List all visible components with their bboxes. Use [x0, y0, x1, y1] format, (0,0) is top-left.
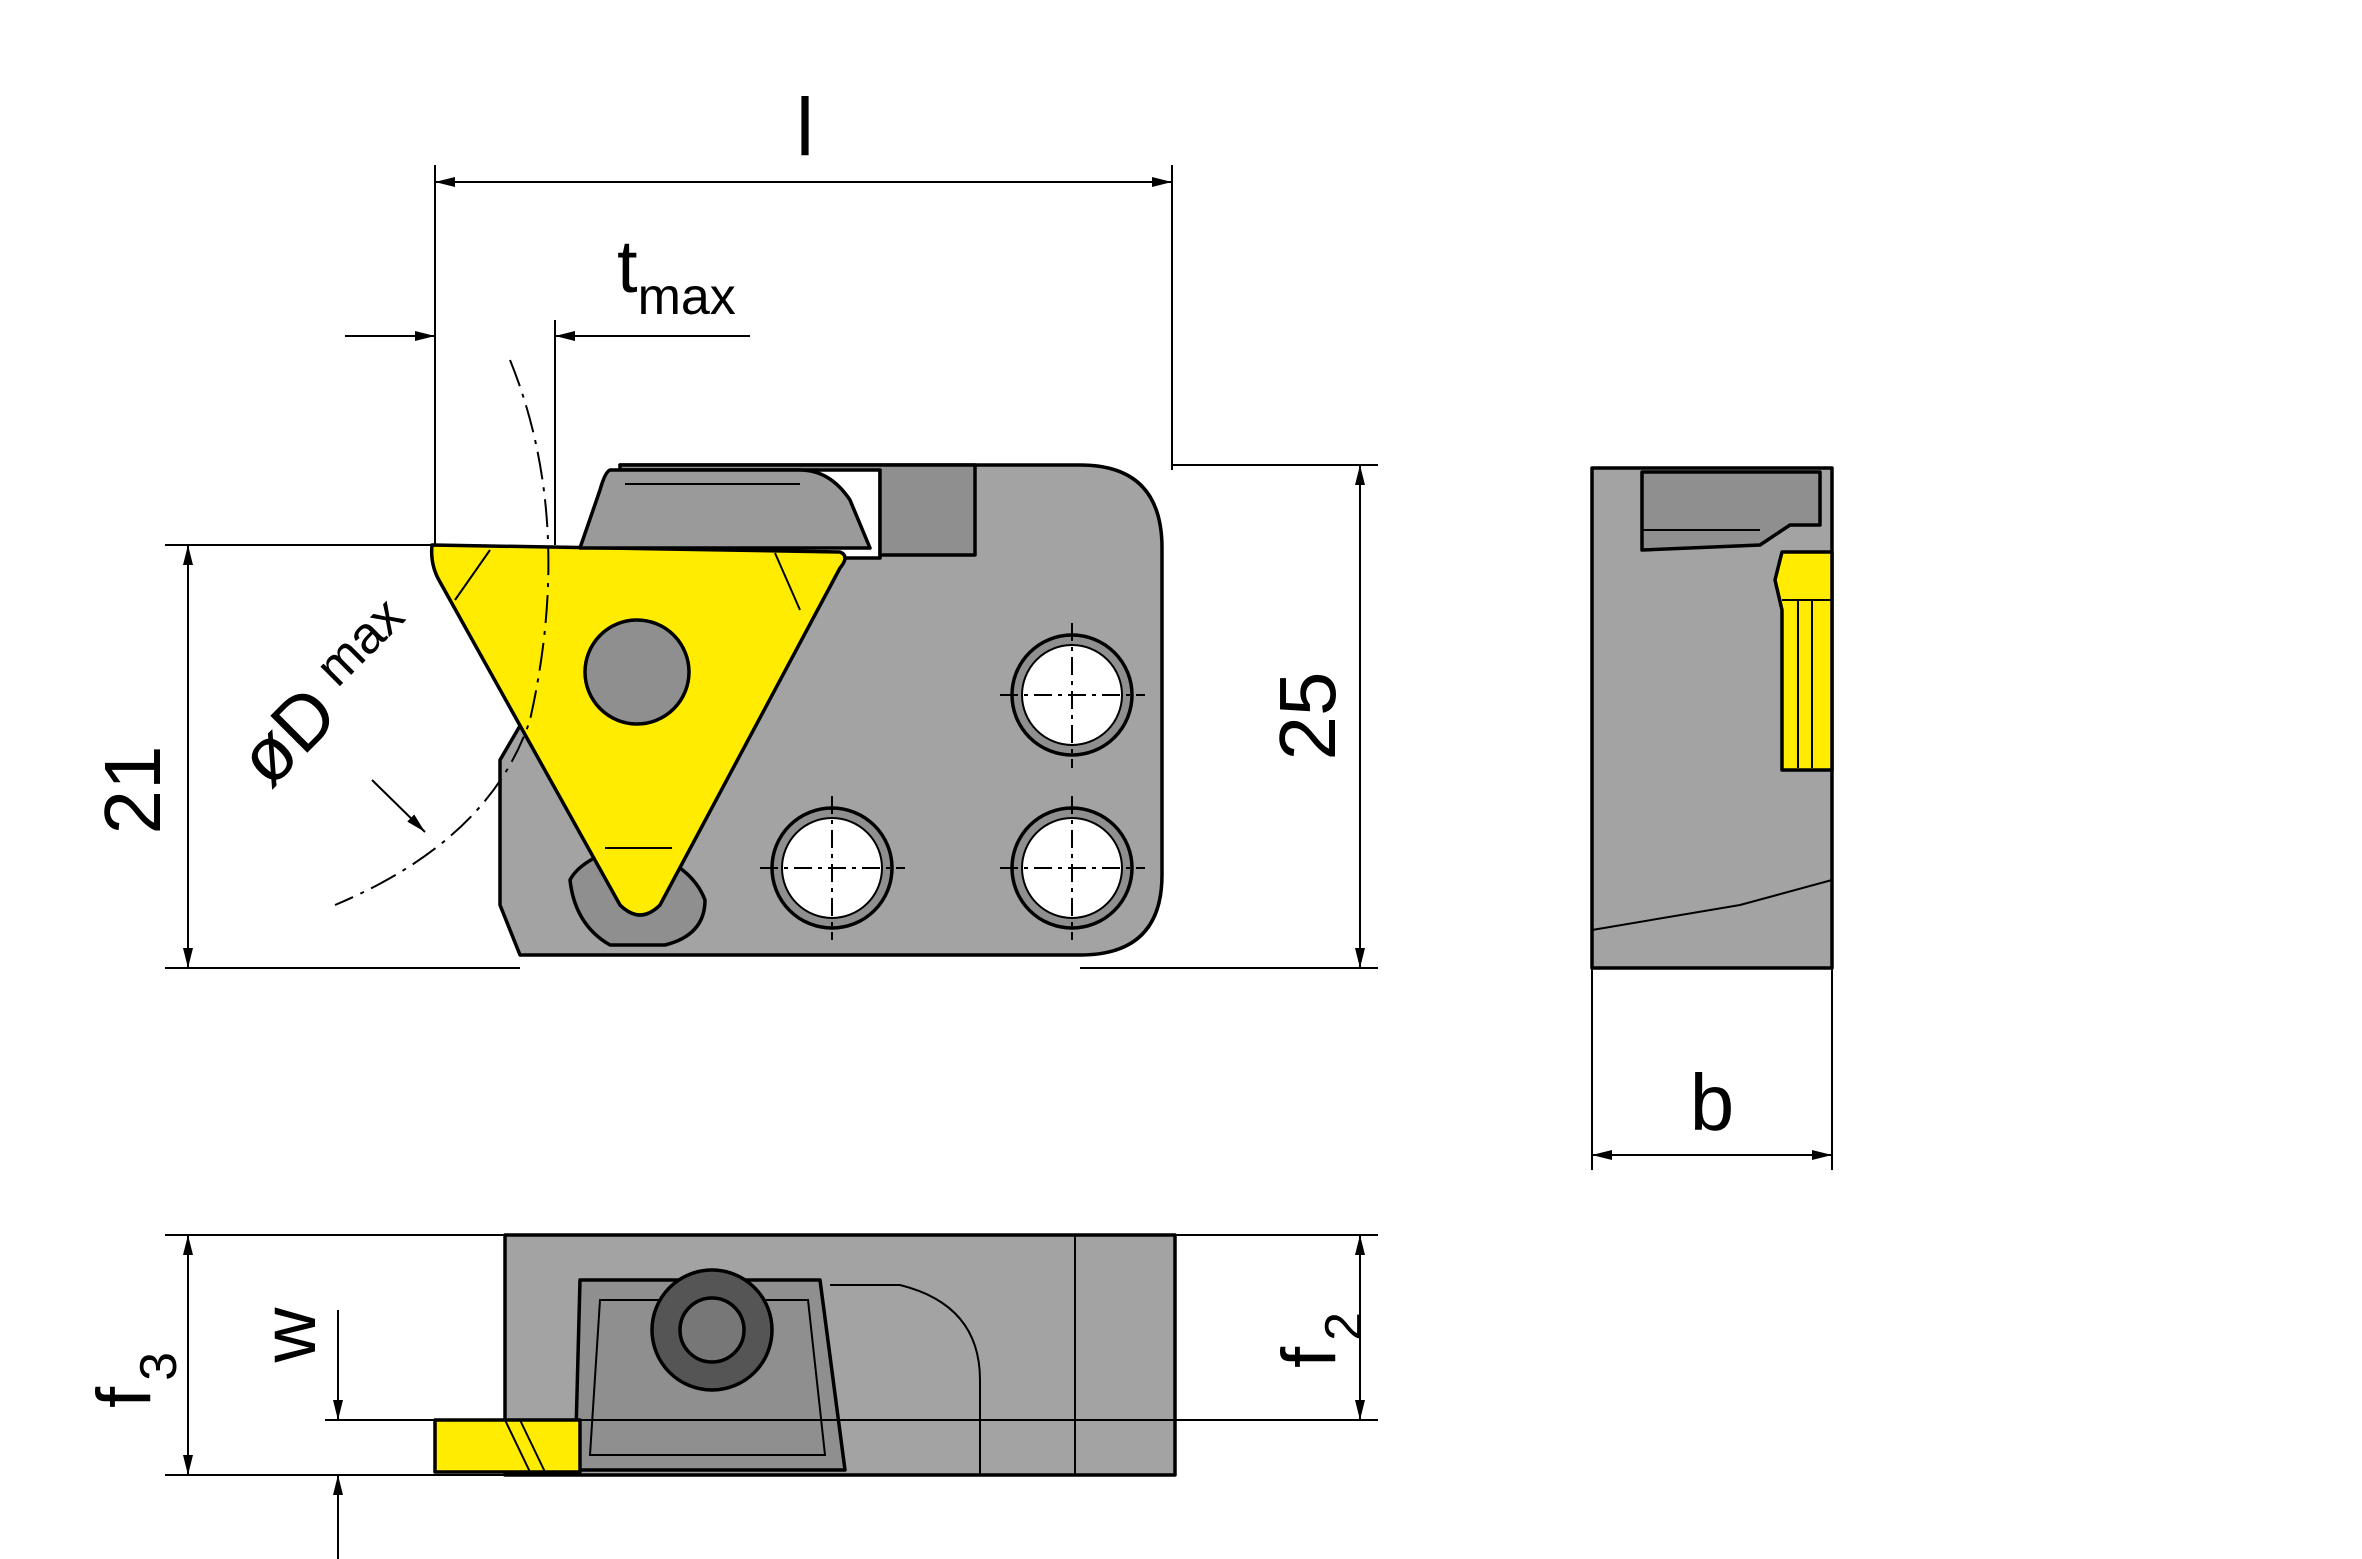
top-view [433, 1233, 1177, 1477]
screw-hole-top [1000, 623, 1145, 768]
dimension-l-label: l [796, 82, 814, 173]
top-insert [433, 1418, 582, 1474]
dimension-21-label: 21 [88, 746, 177, 835]
dimension-w: w [247, 1306, 435, 1559]
dimension-f2: f2 [580, 1234, 1378, 1421]
dimension-l: l [434, 82, 1173, 545]
dimension-f2-label: f2 [1267, 1312, 1373, 1368]
clamp [578, 468, 872, 550]
screw-hole-bottom-left [760, 796, 905, 940]
top-screw-socket [678, 1296, 746, 1364]
top-step-line [830, 1235, 1076, 1475]
dimension-b-label: b [1690, 1058, 1735, 1147]
max-diameter-arc [334, 359, 550, 906]
screw-hole-bottom-right [1000, 796, 1145, 940]
side-view [1590, 466, 1834, 970]
top-insert-lines [504, 1419, 546, 1473]
front-view [334, 359, 1164, 957]
insert-corner-left [454, 549, 491, 601]
side-insert [1773, 550, 1834, 772]
dimension-f3-label: f3 [82, 1352, 188, 1408]
side-bottom-slope [1591, 879, 1833, 931]
dimension-tmax: tmax [345, 225, 750, 545]
dimension-21: 21 [88, 544, 520, 969]
dimension-dmax: øDmax [221, 587, 436, 833]
insert-screw-hole [583, 618, 691, 726]
dimension-25-label: 25 [1263, 672, 1352, 761]
triangular-insert [429, 543, 847, 917]
insert-corner-right [774, 552, 801, 611]
dimension-f3: f3 [82, 1234, 505, 1476]
dimension-b: b [1591, 968, 1833, 1170]
dimension-dmax-label: øDmax [221, 587, 436, 802]
dimension-25: 25 [1080, 464, 1378, 969]
dimension-w-label: w [247, 1306, 332, 1363]
side-insert-lines [1782, 599, 1832, 768]
dimension-tmax-label: tmax [617, 225, 736, 326]
